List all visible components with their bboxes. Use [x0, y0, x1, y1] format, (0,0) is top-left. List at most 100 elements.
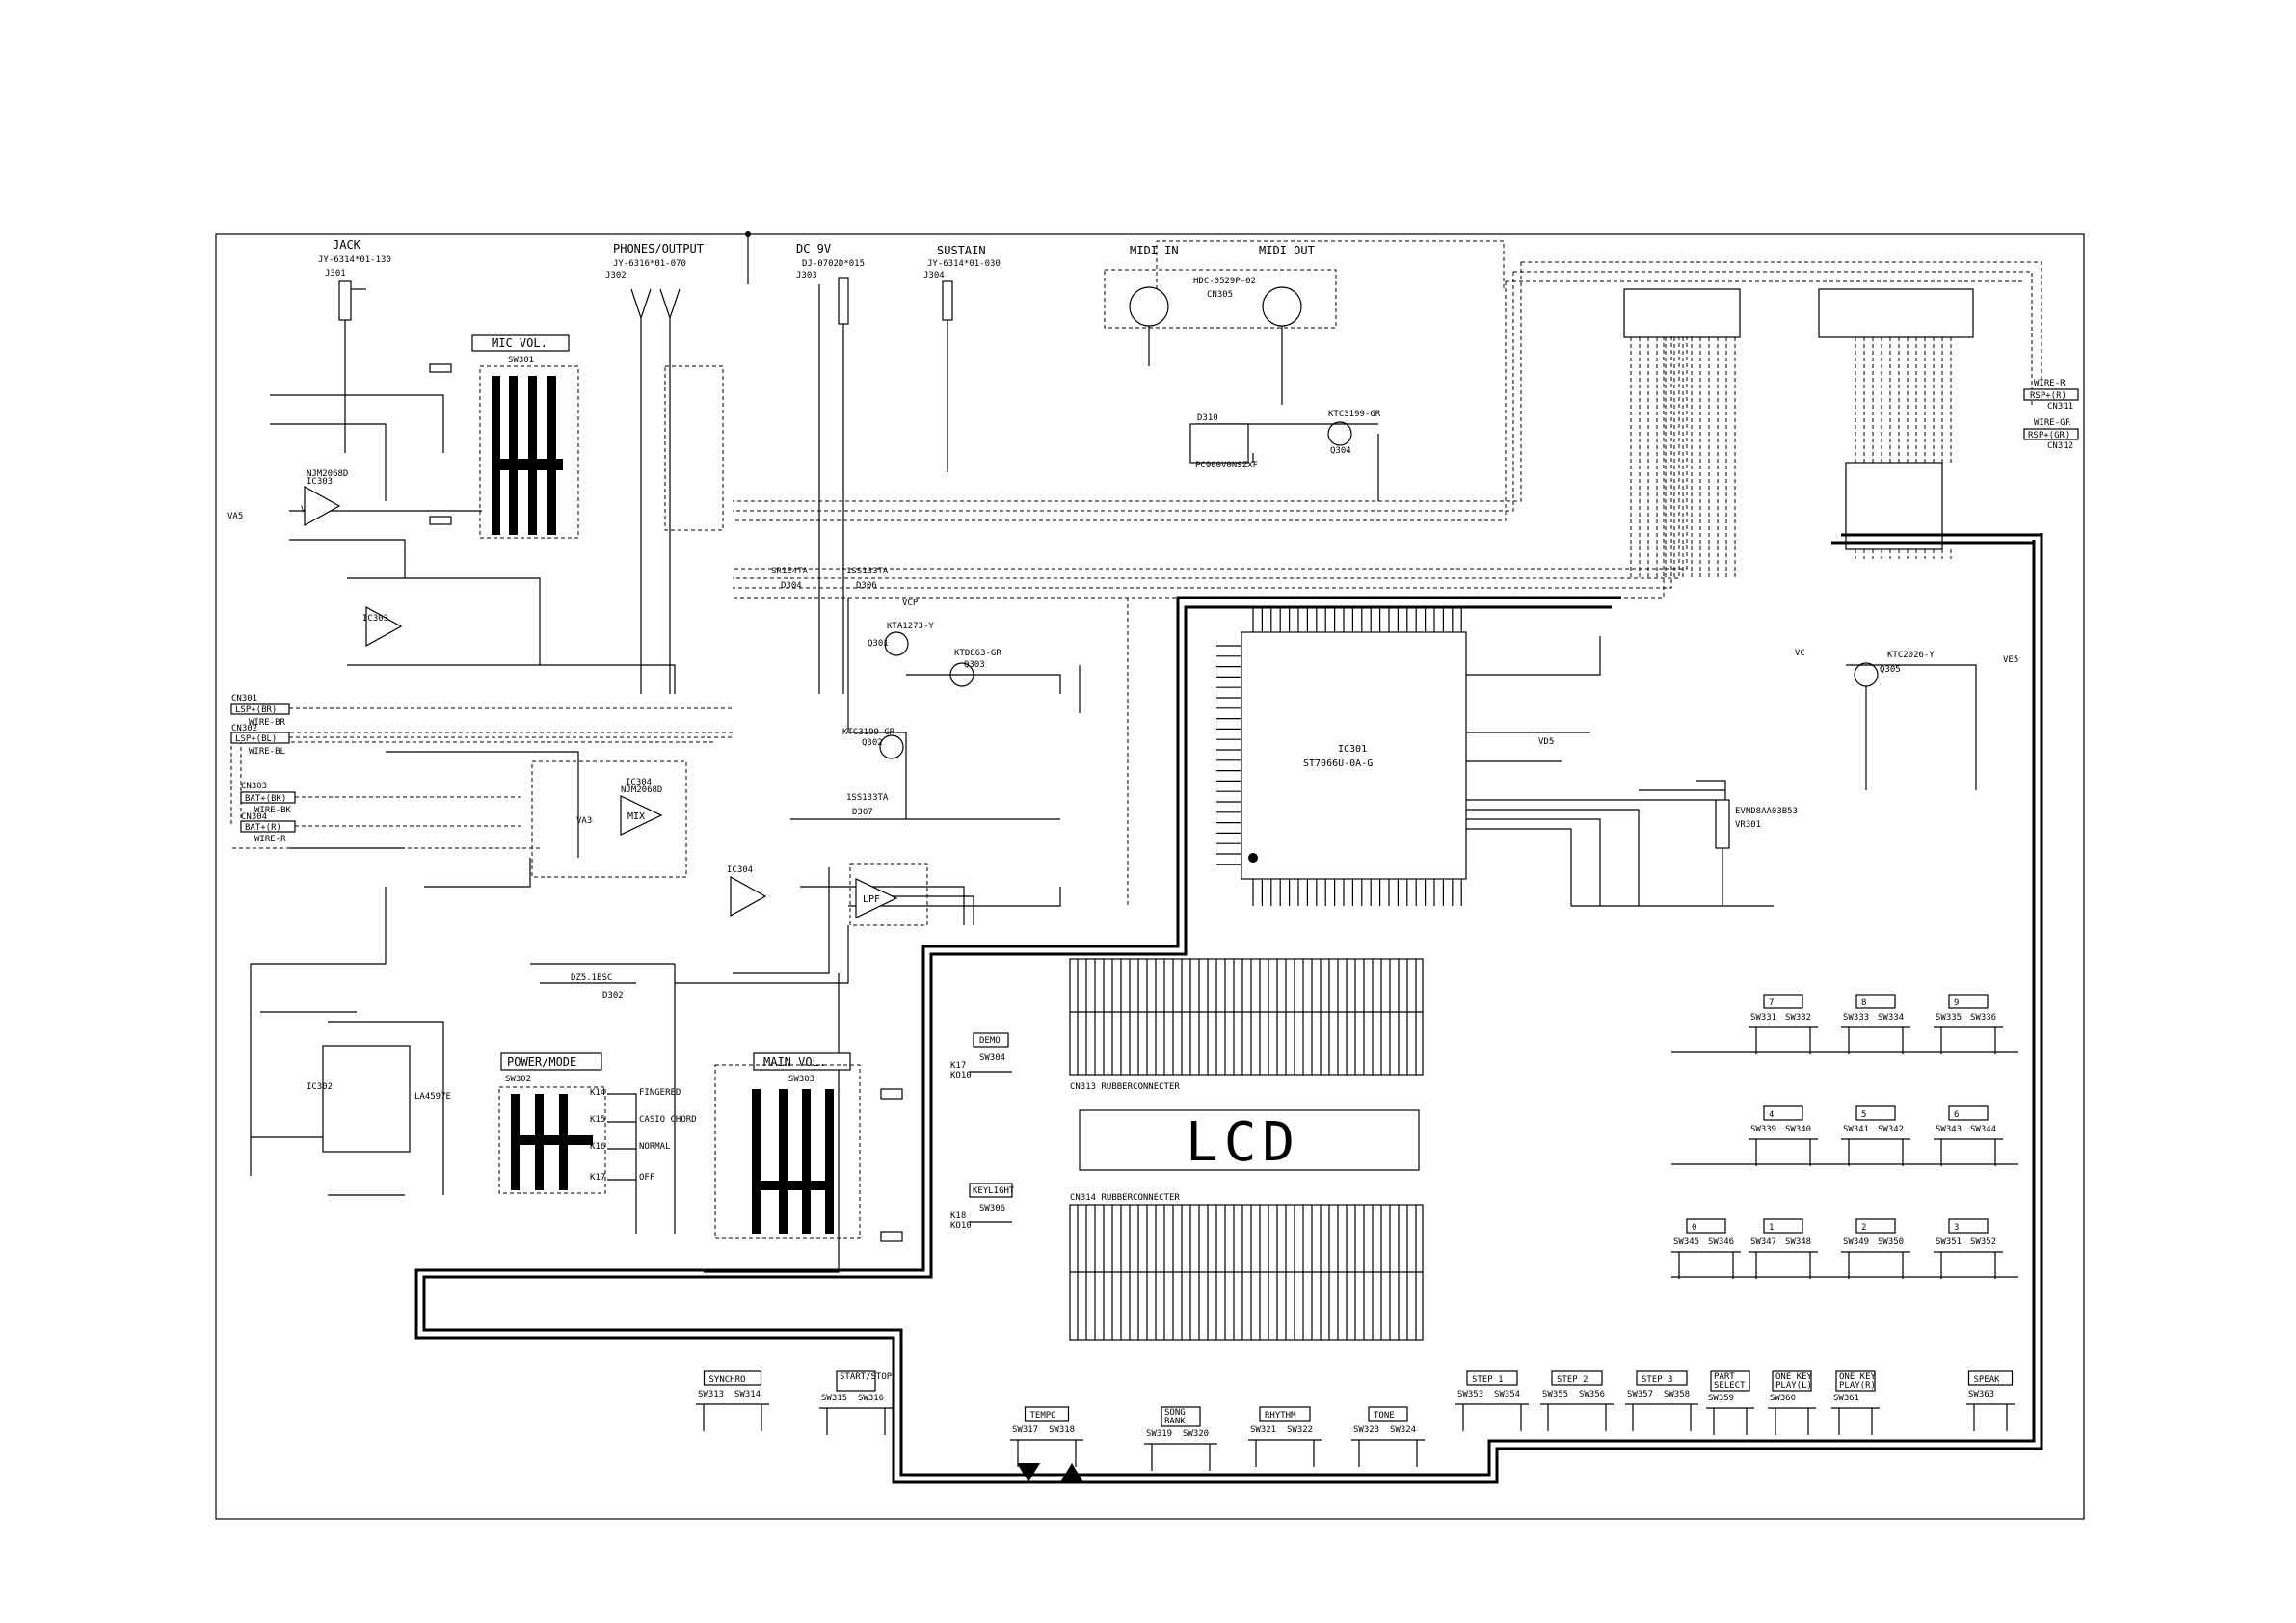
cn302-pin: LSP+(BL)	[235, 734, 277, 744]
number-key-4-label: 4	[1769, 1110, 1774, 1120]
cn-block-right	[1818, 288, 1974, 559]
mode-normal: NORMAL	[639, 1142, 671, 1152]
key-rhythm-label: RHYTHM	[1265, 1411, 1296, 1421]
jack-part: JY-6314*01-130	[318, 255, 391, 265]
cpu-right-wiring	[1466, 636, 1774, 907]
midi-ref: CN305	[1207, 290, 1233, 300]
opamp-ic303a: IC303 NJM2068D	[304, 469, 348, 527]
key-one-key-play-r--cap	[1835, 1370, 1876, 1392]
power-mode-ref: SW302	[505, 1075, 531, 1084]
cn302-ref: CN302	[231, 724, 257, 733]
side-key-demo[interactable]: DEMO SW304 K17 KO10	[950, 1032, 1012, 1080]
cn303-wire: WIRE-BK	[254, 806, 292, 815]
rail-vcp: VCP	[902, 599, 919, 608]
key-song-bank-switch-ref: SW320	[1183, 1429, 1209, 1439]
key-k16: K16	[590, 1142, 605, 1152]
schematic-frame	[215, 233, 2085, 1520]
lcd-panel: LCD	[1079, 1109, 1420, 1174]
number-key-7-cap	[1763, 994, 1803, 1009]
cn301-wire: WIRE-BR	[249, 718, 286, 728]
mic-vol-block: MIC VOL. SW301	[429, 334, 579, 539]
key-one-key-play-l--label-line2: PLAY(L)	[1775, 1381, 1812, 1391]
cn301-pin: LSP+(BR)	[235, 705, 277, 715]
lpf-label: LPF	[863, 894, 880, 905]
q304-part: KTC3199-GR	[1328, 410, 1381, 419]
d307-ref: D307	[852, 808, 873, 817]
key-step-1-cap	[1466, 1370, 1518, 1386]
cn303-pin: BAT+(BK)	[245, 794, 286, 804]
key-tone-label: TONE	[1374, 1411, 1395, 1421]
cn311-wire: WIRE-R	[2034, 379, 2066, 388]
number-key-3-switch-ref: SW352	[1970, 1237, 1996, 1247]
d306-part: 1SS133TA	[846, 567, 889, 576]
keylight-k: K18	[950, 1211, 966, 1221]
side-key-keylight[interactable]: KEYLIGHT SW306 K18 KO10	[950, 1183, 1015, 1231]
d302-ref: D302	[602, 991, 624, 1000]
key-part-select-switch-ref: SW359	[1708, 1394, 1734, 1403]
dc-connector: DC 9V DJ-0702D*015 J303	[796, 242, 865, 694]
number-key-4-cap	[1763, 1105, 1803, 1121]
opamp-lpf: LPF	[849, 863, 928, 926]
cn304-wire: WIRE-R	[254, 835, 286, 844]
lcd-label: LCD	[1186, 1111, 1300, 1174]
key-rhythm-switch-ref: SW322	[1287, 1425, 1313, 1435]
number-key-9-label: 9	[1954, 998, 1959, 1008]
number-key-0-switch-ref: SW345	[1673, 1237, 1699, 1247]
mic-vol-ref: SW301	[508, 356, 534, 365]
key-step-2-label: STEP 2	[1557, 1375, 1589, 1385]
key-step-3-switch-ref: SW357	[1627, 1390, 1653, 1399]
d304-part: SR1E4TA	[771, 567, 809, 576]
number-key-1-cap	[1763, 1218, 1803, 1234]
cn312-pin: RSP+(GR)	[2028, 431, 2069, 440]
key-one-key-play-r--label-line1: ONE KEY	[1839, 1372, 1877, 1382]
opamp-ic303b: IC303	[362, 605, 403, 648]
rail-va5: VA5	[227, 512, 243, 521]
number-key-8-switch-ref: SW333	[1843, 1013, 1869, 1023]
cpu-part: ST7066U-0A-G	[1303, 758, 1373, 769]
ic304b-ref: IC304	[727, 865, 753, 875]
key-part-select-cap	[1710, 1370, 1750, 1392]
demo-sw: SW304	[979, 1053, 1005, 1063]
rubber-connector-top: CN313 RUBBERCONNECTER	[1069, 958, 1424, 1092]
number-key-7-switch-ref: SW332	[1785, 1013, 1811, 1023]
sustain-label: SUSTAIN	[937, 244, 986, 257]
number-key-5-cap	[1855, 1105, 1896, 1121]
key-step-1-label: STEP 1	[1472, 1375, 1504, 1385]
cn313-label: CN313 RUBBERCONNECTER	[1070, 1082, 1180, 1092]
cpu-ref: IC301	[1338, 744, 1367, 755]
number-key-9-switch-ref: SW336	[1970, 1013, 1996, 1023]
number-key-1-switch-ref: SW347	[1750, 1237, 1776, 1247]
number-key-7-switch-ref: SW331	[1750, 1013, 1776, 1023]
q301-part: KTA1273-Y	[887, 622, 934, 631]
d310-ref: D310	[1197, 413, 1218, 423]
d306-ref: D306	[856, 581, 877, 591]
number-key-6-switch-ref: SW343	[1936, 1125, 1962, 1134]
cn312-wire: WIRE-GR	[2034, 418, 2071, 428]
number-key-5-switch-ref: SW342	[1878, 1125, 1904, 1134]
cn311-ref: CN311	[2047, 402, 2073, 412]
key-step-2-switch-ref: SW356	[1579, 1390, 1605, 1399]
